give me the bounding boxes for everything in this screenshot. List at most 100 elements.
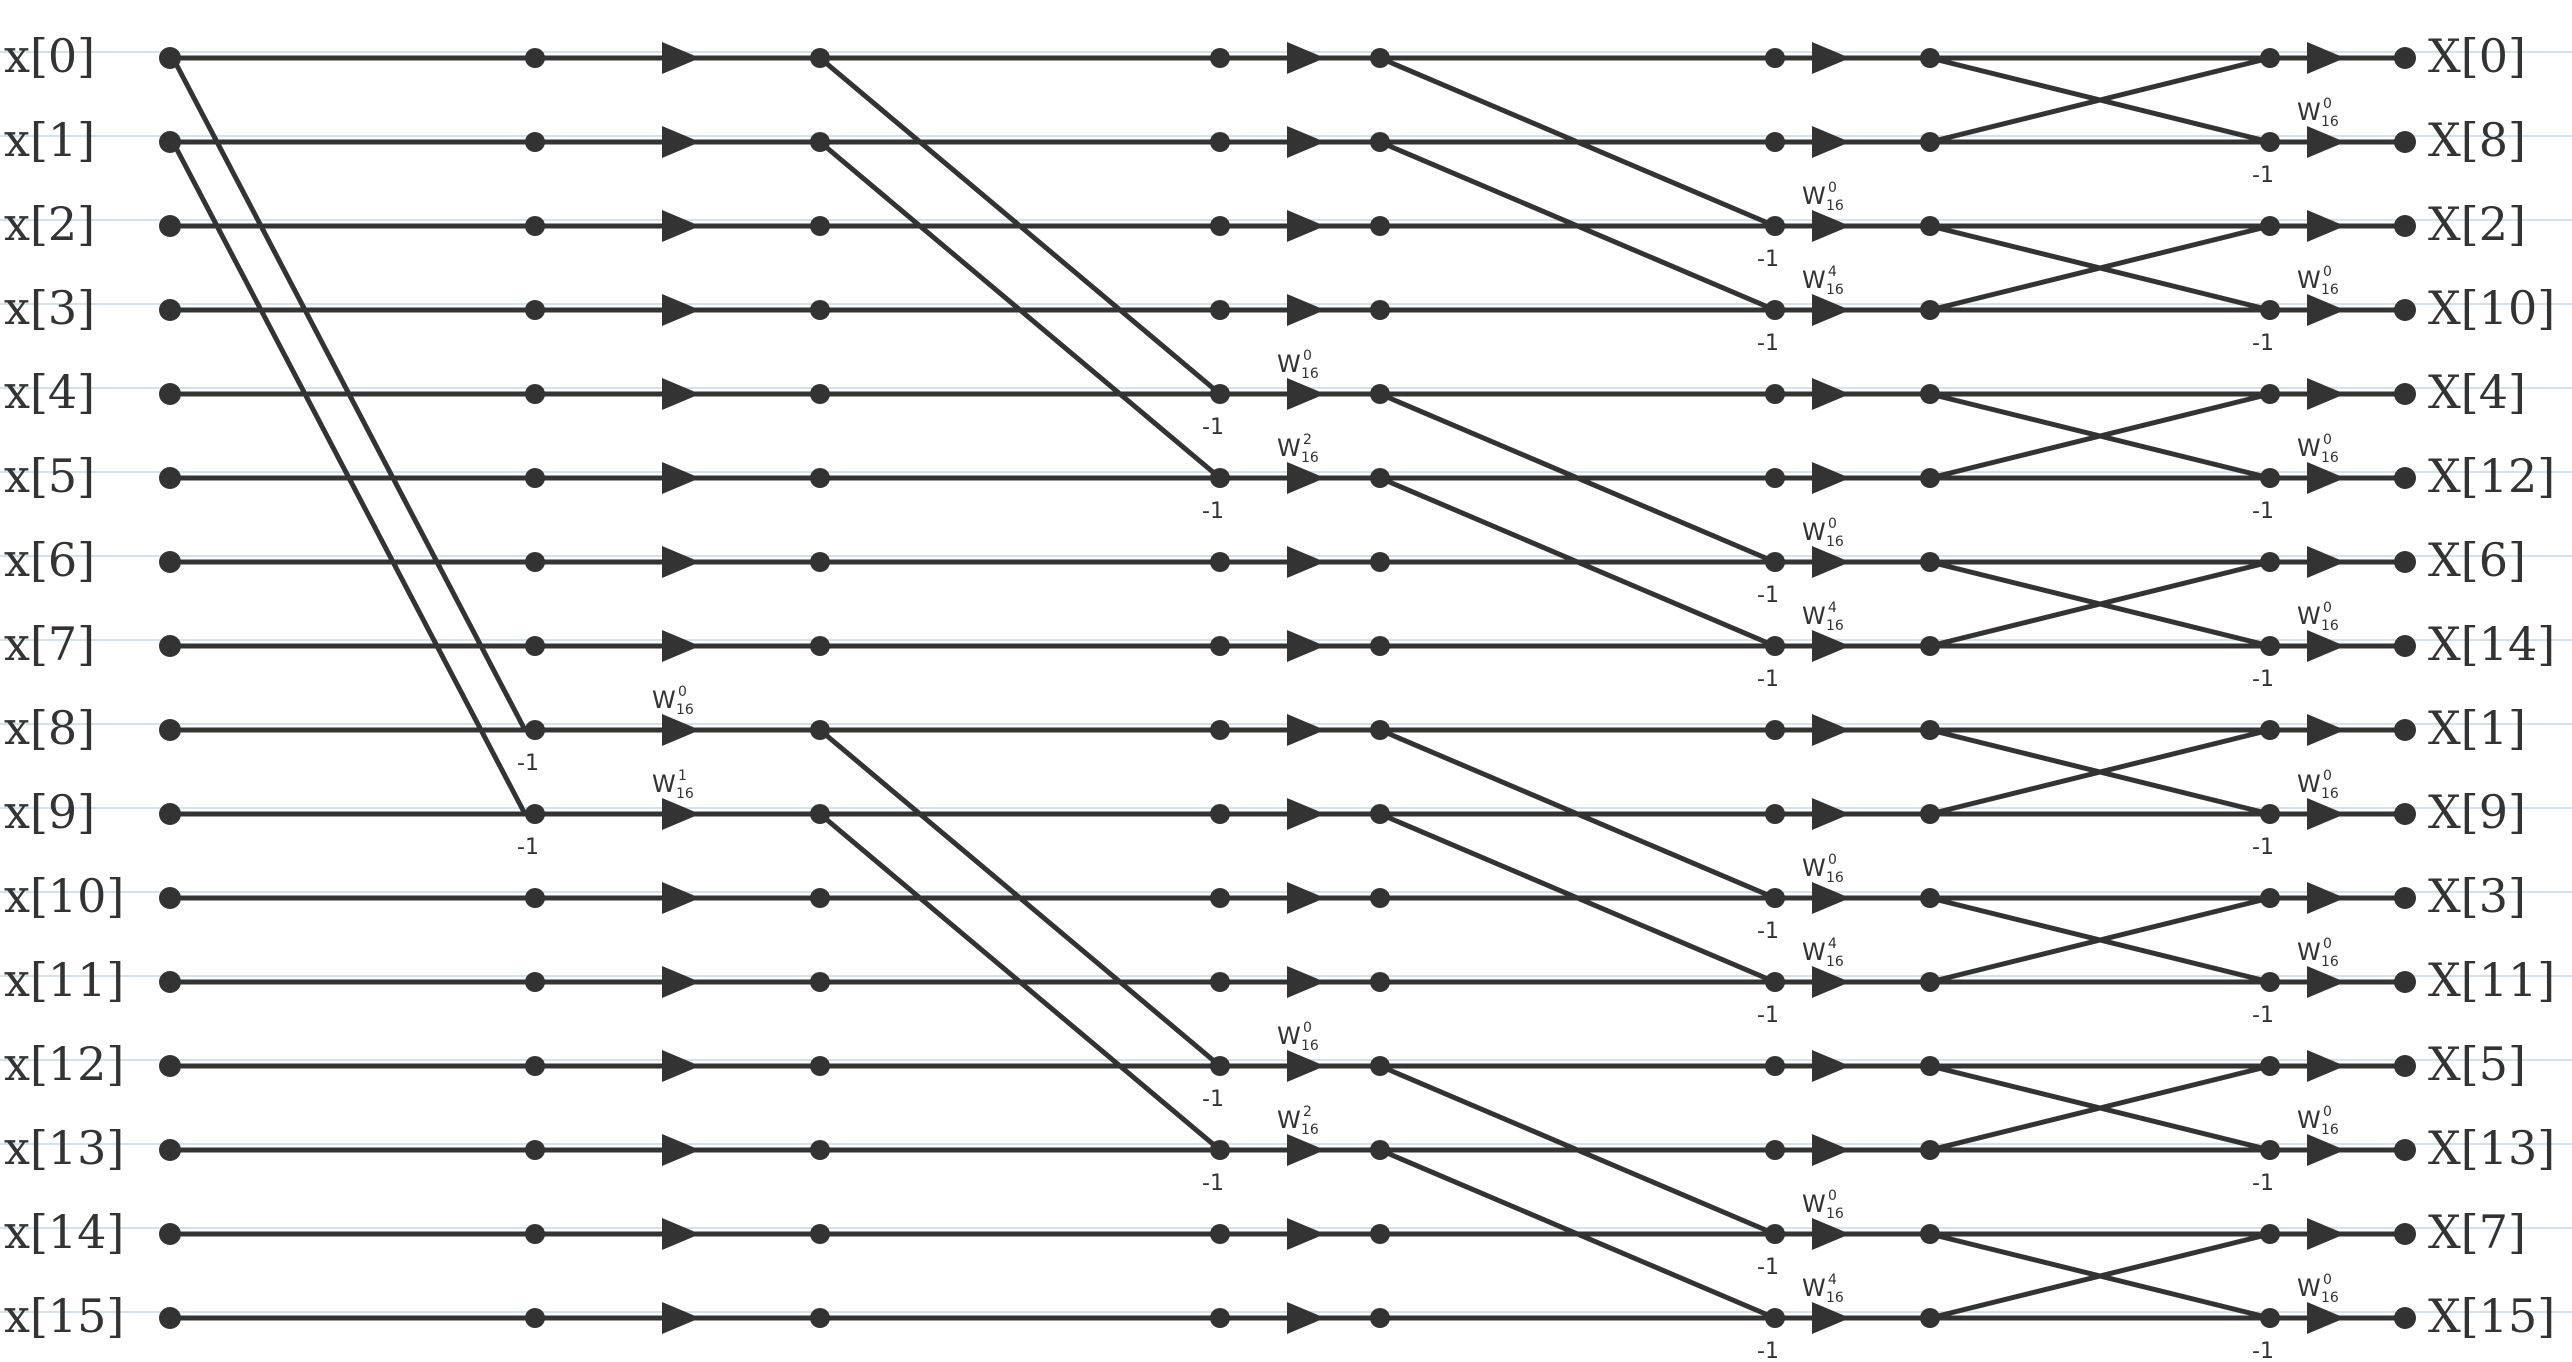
node-dot <box>1920 804 1940 824</box>
ruled-paper-lines <box>0 51 2572 1313</box>
node-dot <box>1765 720 1785 740</box>
twiddle-exponent: 0 <box>2323 264 2332 280</box>
node-dot <box>810 300 830 320</box>
node-dot <box>1920 216 1940 236</box>
node-dot <box>2394 131 2416 153</box>
arrowhead <box>1287 294 1325 326</box>
node-dot <box>2260 132 2280 152</box>
arrowhead <box>1812 1302 1850 1334</box>
twiddle-subscript: 16 <box>1826 1206 1844 1222</box>
twiddle-exponent: 0 <box>2323 432 2332 448</box>
twiddle-base: W <box>2297 434 2321 462</box>
node-dot <box>1210 1140 1230 1160</box>
node-dot <box>159 635 181 657</box>
node-dot <box>2260 972 2280 992</box>
input-label: x[7] <box>4 617 95 671</box>
node-dot <box>2260 216 2280 236</box>
node-dot <box>1920 468 1940 488</box>
arrowhead <box>2307 966 2345 998</box>
node-dot <box>1920 720 1940 740</box>
node-dot <box>525 1140 545 1160</box>
output-label: X[4] <box>2428 365 2526 419</box>
arrowhead <box>1287 42 1325 74</box>
node-dot <box>810 552 830 572</box>
node-dot <box>525 888 545 908</box>
input-label: x[11] <box>4 953 124 1007</box>
node-dot <box>810 1308 830 1328</box>
node-dot <box>1210 384 1230 404</box>
twiddle-exponent: 4 <box>1828 600 1837 616</box>
node-dot <box>1765 48 1785 68</box>
arrowhead <box>2307 378 2345 410</box>
wire-diagonal <box>1927 895 2273 985</box>
node-dot <box>1765 1140 1785 1160</box>
node-dot <box>1920 48 1940 68</box>
arrowhead <box>1287 966 1325 998</box>
arrowhead <box>1812 1218 1850 1250</box>
negate-label: -1 <box>2252 1171 2274 1196</box>
arrowhead <box>1287 1302 1325 1334</box>
twiddle-subscript: 16 <box>1826 198 1844 214</box>
node-dot <box>2394 635 2416 657</box>
node-dot <box>810 216 830 236</box>
arrowhead <box>1812 126 1850 158</box>
nodes <box>159 47 2416 1329</box>
wire-diagonal <box>1377 139 1778 313</box>
node-dot <box>1210 720 1230 740</box>
twiddle-exponent: 0 <box>678 684 687 700</box>
input-label: x[13] <box>4 1121 124 1175</box>
node-dot <box>1210 48 1230 68</box>
negate-label: -1 <box>1757 667 1779 692</box>
twiddle-exponent: 0 <box>2323 96 2332 112</box>
output-label: X[0] <box>2428 29 2526 83</box>
negate-label: -1 <box>2252 667 2274 692</box>
node-dot <box>1765 1308 1785 1328</box>
node-dot <box>2394 383 2416 405</box>
twiddle-subscript: 16 <box>1301 1122 1319 1138</box>
arrowhead <box>1812 546 1850 578</box>
node-dot <box>159 215 181 237</box>
negate-label: -1 <box>2252 331 2274 356</box>
node-dot <box>159 299 181 321</box>
arrowhead <box>2307 1050 2345 1082</box>
arrowhead <box>1287 798 1325 830</box>
node-dot <box>810 636 830 656</box>
negate-label: -1 <box>1202 499 1224 524</box>
twiddle-base: W <box>2297 770 2321 798</box>
twiddle-exponent: 4 <box>1828 264 1837 280</box>
node-dot <box>525 1056 545 1076</box>
wire-diagonal <box>1927 1063 2273 1153</box>
node-dot <box>159 1223 181 1245</box>
negate-label: -1 <box>1202 415 1224 440</box>
arrowhead <box>1287 210 1325 242</box>
wire-diagonal <box>817 55 1223 397</box>
node-dot <box>2394 47 2416 69</box>
twiddle-exponent: 0 <box>1303 348 1312 364</box>
twiddle-base: W <box>1802 854 1826 882</box>
node-dot <box>525 636 545 656</box>
node-dot <box>525 552 545 572</box>
node-dot <box>1920 300 1940 320</box>
node-dot <box>1765 384 1785 404</box>
input-label: x[15] <box>4 1289 124 1343</box>
input-label: x[4] <box>4 365 95 419</box>
arrowhead <box>662 126 700 158</box>
negate-label: -1 <box>1757 1339 1779 1362</box>
twiddle-base: W <box>1802 518 1826 546</box>
node-dot <box>1370 804 1390 824</box>
node-dot <box>1920 552 1940 572</box>
output-label: X[12] <box>2428 449 2555 503</box>
input-label: x[1] <box>4 113 95 167</box>
node-dot <box>159 887 181 909</box>
arrowhead <box>1287 1134 1325 1166</box>
node-dot <box>159 551 181 573</box>
twiddle-base: W <box>2297 938 2321 966</box>
arrowhead <box>2307 1134 2345 1166</box>
wire-diagonal <box>817 727 1223 1069</box>
twiddle-base: W <box>1802 1274 1826 1302</box>
node-dot <box>810 384 830 404</box>
